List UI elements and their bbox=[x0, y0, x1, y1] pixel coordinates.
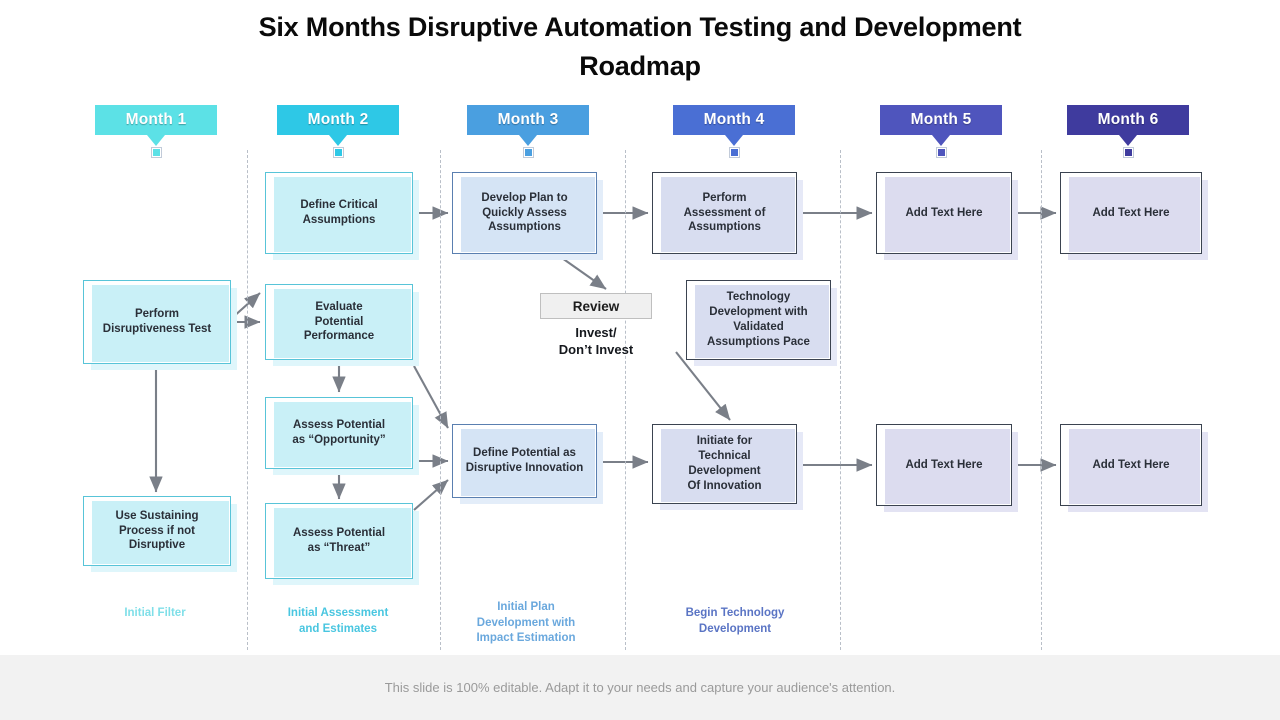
node-label: Initiate for Technical Development Of In… bbox=[687, 435, 762, 492]
node-perform-disruptiveness-test[interactable]: Perform Disruptiveness Test bbox=[83, 280, 237, 370]
month-header-label-5: Month 5 bbox=[910, 111, 972, 128]
month-header-label-1: Month 1 bbox=[125, 111, 187, 128]
phase-caption-initial-filter: Initial Filter bbox=[124, 607, 186, 619]
phase-caption-initial-assessment-estimates: Initial Assessment and Estimates bbox=[287, 607, 389, 635]
phase-caption-begin-technology-development: Begin Technology Development bbox=[685, 607, 785, 635]
node-fill bbox=[1069, 177, 1200, 252]
month-header-tail-6 bbox=[1119, 135, 1137, 146]
column-separator-4 bbox=[840, 150, 841, 650]
node-label: Add Text Here bbox=[905, 206, 983, 219]
review-gate-box[interactable]: Review bbox=[540, 293, 652, 319]
node-fill bbox=[661, 429, 795, 502]
month-marker-dot-3 bbox=[524, 148, 533, 157]
month-header-label-2: Month 2 bbox=[307, 111, 369, 128]
node-fill bbox=[885, 177, 1010, 252]
node-fill bbox=[461, 177, 595, 252]
node-use-sustaining-process[interactable]: Use Sustaining Process if not Disruptive bbox=[83, 496, 237, 572]
node-label: Perform Assessment of Assumptions bbox=[683, 191, 766, 234]
node-label: Develop Plan to Quickly Assess Assumptio… bbox=[481, 191, 568, 234]
node-fill bbox=[274, 177, 411, 252]
node-evaluate-potential-performance[interactable]: Evaluate Potential Performance bbox=[265, 284, 419, 366]
node-assess-potential-threat[interactable]: Assess Potential as “Threat” bbox=[265, 503, 419, 585]
node-label: Evaluate Potential Performance bbox=[303, 300, 375, 343]
month-header-4[interactable]: Month 4 bbox=[673, 105, 795, 146]
month-header-tail-2 bbox=[329, 135, 347, 146]
phase-caption-initial-plan-development: Initial Plan Development with Impact Est… bbox=[476, 601, 576, 645]
node-label: Define Potential as Disruptive Innovatio… bbox=[465, 447, 584, 474]
page-title: Six Months Disruptive Automation Testing… bbox=[258, 12, 1022, 82]
node-label: Use Sustaining Process if not Disruptive bbox=[115, 509, 199, 552]
node-define-potential-disruptive-innovation[interactable]: Define Potential as Disruptive Innovatio… bbox=[452, 424, 603, 504]
node-fill bbox=[92, 501, 229, 564]
node-fill bbox=[1069, 429, 1200, 504]
node-define-critical-assumptions[interactable]: Define Critical Assumptions bbox=[265, 172, 419, 260]
month-header-2[interactable]: Month 2 bbox=[277, 105, 399, 146]
footer-band bbox=[0, 655, 1280, 720]
month-header-tail-3 bbox=[519, 135, 537, 146]
node-fill bbox=[92, 285, 229, 362]
node-add-text-here-m6-bottom[interactable]: Add Text Here bbox=[1060, 424, 1208, 512]
node-fill bbox=[461, 429, 595, 496]
node-add-text-here-m5-top[interactable]: Add Text Here bbox=[876, 172, 1018, 260]
node-fill bbox=[274, 402, 411, 467]
connector-develop-plan-to-review bbox=[561, 257, 607, 290]
review-gate-label: Review bbox=[572, 298, 620, 314]
column-separator-1 bbox=[247, 150, 248, 650]
node-label: Add Text Here bbox=[1092, 206, 1170, 219]
month-marker-dot-6 bbox=[1124, 148, 1133, 157]
column-separator-2 bbox=[440, 150, 441, 650]
month-marker-dot-2 bbox=[334, 148, 343, 157]
month-marker-dot-1 bbox=[152, 148, 161, 157]
node-fill bbox=[661, 177, 795, 252]
month-header-3[interactable]: Month 3 bbox=[467, 105, 589, 146]
node-fill bbox=[885, 429, 1010, 504]
node-label: Technology Development with Validated As… bbox=[707, 291, 810, 348]
node-label: Define Critical Assumptions bbox=[300, 199, 378, 226]
month-header-tail-1 bbox=[147, 135, 165, 146]
month-header-tail-5 bbox=[932, 135, 950, 146]
footer-note: This slide is 100% editable. Adapt it to… bbox=[384, 680, 896, 695]
node-add-text-here-m6-top[interactable]: Add Text Here bbox=[1060, 172, 1208, 260]
month-header-tail-4 bbox=[725, 135, 743, 146]
column-separator-5 bbox=[1041, 150, 1042, 650]
month-header-5[interactable]: Month 5 bbox=[880, 105, 1002, 146]
node-assess-potential-opportunity[interactable]: Assess Potential as “Opportunity” bbox=[265, 397, 419, 475]
node-fill bbox=[274, 289, 411, 358]
node-label: Assess Potential as “Opportunity” bbox=[292, 419, 386, 446]
connector-evaluate-to-define-potential bbox=[413, 365, 449, 429]
connector-assess-threat-to-define-potential bbox=[413, 479, 449, 511]
review-decision-label: Invest/ Don’t Invest bbox=[558, 325, 634, 357]
month-header-1[interactable]: Month 1 bbox=[95, 105, 217, 146]
node-perform-assessment-of-assumptions[interactable]: Perform Assessment of Assumptions bbox=[652, 172, 803, 260]
month-marker-dot-4 bbox=[730, 148, 739, 157]
month-marker-dot-5 bbox=[937, 148, 946, 157]
month-header-label-4: Month 4 bbox=[703, 111, 765, 128]
node-label: Add Text Here bbox=[1092, 458, 1170, 471]
node-fill bbox=[274, 508, 411, 577]
node-label: Perform Disruptiveness Test bbox=[102, 308, 212, 335]
column-separator-3 bbox=[625, 150, 626, 650]
node-fill bbox=[695, 285, 829, 358]
month-header-label-6: Month 6 bbox=[1097, 111, 1159, 128]
node-develop-plan-assess-assumptions[interactable]: Develop Plan to Quickly Assess Assumptio… bbox=[452, 172, 603, 260]
month-header-label-3: Month 3 bbox=[497, 111, 559, 128]
month-header-6[interactable]: Month 6 bbox=[1067, 105, 1189, 146]
node-technology-development-validated[interactable]: Technology Development with Validated As… bbox=[686, 280, 837, 366]
node-label: Add Text Here bbox=[905, 458, 983, 471]
node-initiate-technical-development[interactable]: Initiate for Technical Development Of In… bbox=[652, 424, 803, 510]
node-add-text-here-m5-bottom[interactable]: Add Text Here bbox=[876, 424, 1018, 512]
node-label: Assess Potential as “Threat” bbox=[292, 527, 386, 554]
